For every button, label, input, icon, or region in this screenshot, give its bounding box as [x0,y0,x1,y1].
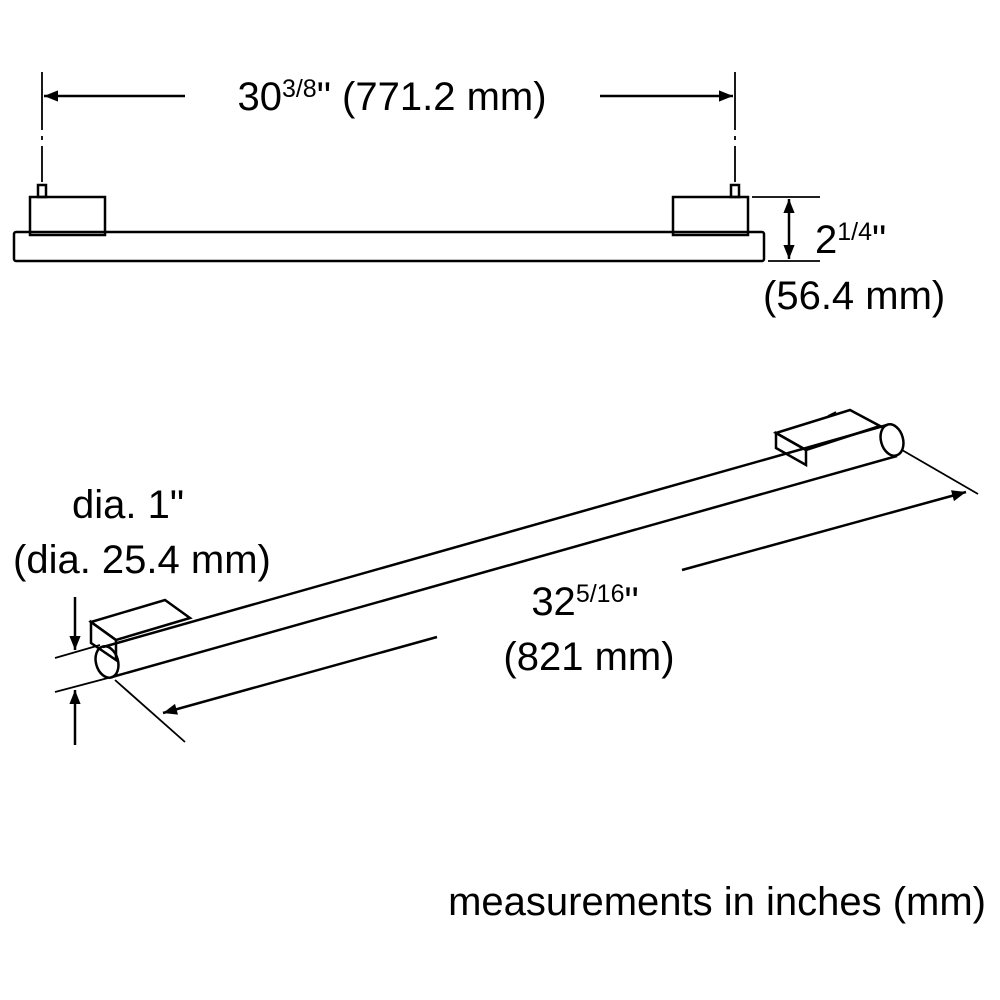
right-standoff [671,195,750,237]
left-standoff [28,195,107,237]
bar-far-end-cap [879,423,905,457]
dia-extension-bottom [54,677,109,693]
height-dimension-mm: (56.4 mm) [763,274,945,318]
dia-extension-top [54,644,101,659]
dia-label: dia. 1" [72,483,184,527]
length-extension-far [901,449,979,495]
length-arrow-far [681,490,967,572]
handle-bar [12,230,766,263]
far-standoff-front [774,430,808,468]
isometric-view: dia. 1" (dia. 25.4 mm) 325/16" (821 mm) [13,408,979,745]
far-stud [827,411,837,417]
height-dimension-label: 21/4" [815,218,886,262]
near-standoff-front [89,619,118,663]
length-dimension-label: 325/16" [531,580,638,624]
bar-bottom-edge [111,454,898,679]
units-note: measurements in inches (mm) [448,880,986,924]
dia-mm-label: (dia. 25.4 mm) [13,538,271,582]
length-arrow-near [162,635,438,715]
length-dimension-mm: (821 mm) [503,635,674,679]
right-stud [729,183,741,199]
left-stud [36,183,48,199]
bar-near-end [94,645,120,679]
width-dimension-label: 303/8" (771.2 mm) [237,75,546,119]
front-view: 303/8" (771.2 mm) 21/4" (56.4 mm) [12,72,945,318]
bar-top-edge [102,423,888,649]
length-extension-near [114,679,186,743]
